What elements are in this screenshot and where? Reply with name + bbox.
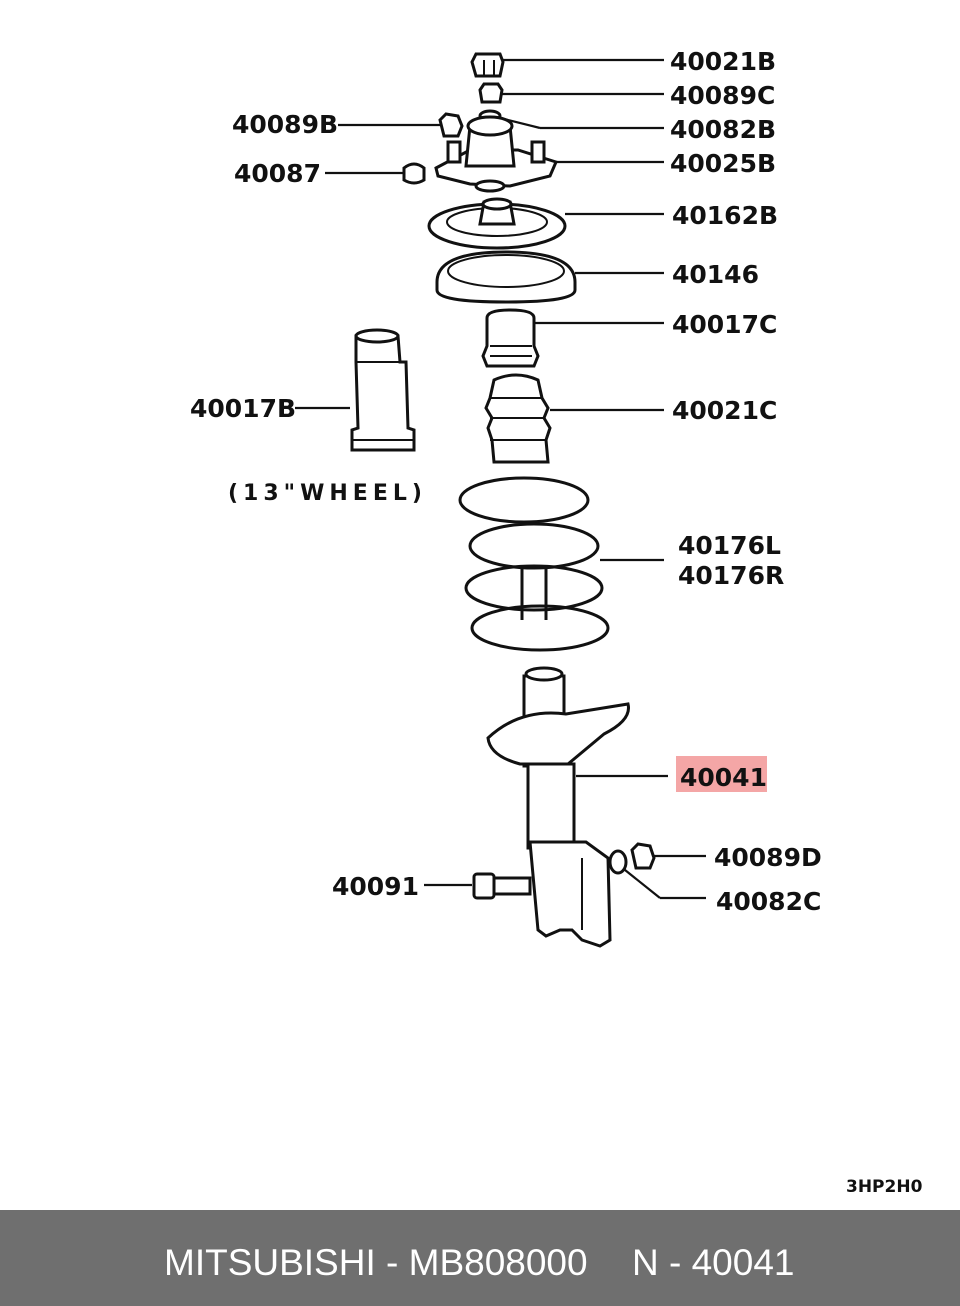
part-40082c bbox=[608, 849, 628, 875]
callout-40146: 40146 bbox=[672, 260, 759, 289]
callout-40021c: 40021C bbox=[672, 396, 777, 425]
callout-40176l: 40176L bbox=[678, 531, 781, 560]
part-40146 bbox=[435, 250, 577, 304]
callout-40176r: 40176R bbox=[678, 561, 784, 590]
callout-40082c: 40082C bbox=[716, 887, 821, 916]
callout-40162b: 40162B bbox=[672, 201, 778, 230]
part-40025b bbox=[434, 115, 559, 193]
footer-reference-number: N - 40041 bbox=[632, 1242, 795, 1283]
callout-labels: 40021B 40089C 40082B 40025B 40089B 40087… bbox=[190, 47, 923, 1197]
part-40017c bbox=[481, 308, 540, 368]
part-40087 bbox=[402, 162, 426, 185]
callout-40082b: 40082B bbox=[670, 115, 776, 144]
part-40176-spring bbox=[458, 476, 610, 652]
diagram-code: 3HP2H0 bbox=[846, 1177, 923, 1197]
part-40021b bbox=[470, 52, 505, 78]
callout-40041: 40041 bbox=[680, 763, 767, 792]
footer-brand-part-number: MITSUBISHI - MB808000 bbox=[164, 1242, 588, 1283]
part-40091 bbox=[472, 872, 532, 900]
part-40041-strut bbox=[486, 666, 630, 948]
part-40089d bbox=[630, 842, 656, 870]
callout-40089d: 40089D bbox=[714, 843, 822, 872]
part-40089b bbox=[438, 112, 464, 138]
part-40162b bbox=[427, 197, 567, 250]
callout-40089b: 40089B bbox=[232, 110, 338, 139]
callout-40017c: 40017C bbox=[672, 310, 777, 339]
callout-40021b: 40021B bbox=[670, 47, 776, 76]
callout-40089c: 40089C bbox=[670, 81, 775, 110]
highlight-40041 bbox=[676, 756, 767, 792]
part-40089c bbox=[478, 82, 504, 104]
part-40021c bbox=[484, 373, 552, 464]
callout-40017b: 40017B bbox=[190, 394, 296, 423]
exploded-parts-diagram: 40021B 40089C 40082B 40025B 40089B 40087… bbox=[190, 47, 923, 1197]
footer-bar: MITSUBISHI - MB808000 N - 40041 bbox=[0, 1210, 960, 1306]
callout-40025b: 40025B bbox=[670, 149, 776, 178]
callout-40087: 40087 bbox=[234, 159, 321, 188]
callout-40091: 40091 bbox=[332, 872, 419, 901]
wheel-note: (13"WHEEL) bbox=[228, 481, 427, 506]
part-40017b bbox=[350, 328, 416, 452]
